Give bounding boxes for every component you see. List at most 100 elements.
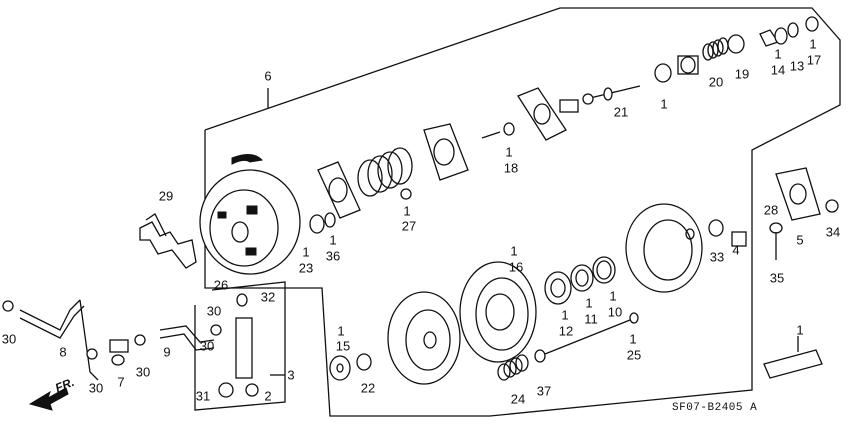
callout-1: 1 [329, 232, 337, 248]
callout-4: 4 [732, 242, 740, 258]
callout-24: 24 [510, 391, 526, 407]
valve-4 [731, 231, 747, 247]
callout-29: 29 [158, 188, 174, 204]
nut-33 [708, 219, 724, 237]
part-code: SF07-B2405 A [672, 402, 758, 414]
callout-12: 12 [558, 323, 574, 339]
callout-20: 20 [708, 74, 724, 90]
clamp-30-upper [210, 324, 222, 336]
hose-8 [19, 299, 81, 331]
ring-22 [356, 353, 372, 371]
callout-1: 1 [660, 96, 668, 112]
callout-35: 35 [769, 270, 785, 286]
nut-27 [400, 188, 412, 200]
direction-arrow [28, 387, 69, 411]
callout-10: 10 [607, 304, 623, 320]
callout-30: 30 [88, 380, 104, 396]
hose-9 [159, 325, 215, 343]
hose-8b [19, 305, 85, 339]
callout-6: 6 [264, 68, 272, 84]
callout-17: 17 [806, 52, 822, 68]
nut-34 [825, 199, 839, 213]
callout-25: 25 [626, 347, 642, 363]
callout-1: 1 [796, 322, 804, 338]
callout-1: 1 [510, 243, 518, 259]
assembly-6-outline [204, 7, 841, 417]
callout-1: 1 [809, 36, 817, 52]
callout-23: 23 [298, 260, 314, 276]
front-shell [625, 203, 703, 293]
flange-plate [517, 87, 579, 141]
callout-30: 30 [199, 338, 215, 354]
callout-13: 13 [789, 58, 805, 74]
fitting-7 [109, 339, 129, 366]
clamp-30-left [2, 300, 14, 312]
callout-30: 30 [206, 303, 222, 319]
clamp-30-mid [86, 348, 98, 360]
callout-8: 8 [59, 344, 67, 360]
ring-13 [774, 27, 788, 45]
callout-7: 7 [117, 374, 125, 390]
callout-1: 1 [629, 331, 637, 347]
callout-26: 26 [213, 277, 229, 293]
check-valve-parts [218, 293, 259, 398]
callout-1: 1 [302, 244, 310, 260]
callout-27: 27 [401, 218, 417, 234]
callout-1: 1 [505, 144, 513, 160]
diaphragm-16 [459, 261, 537, 363]
callout-28: 28 [763, 202, 779, 218]
callout-14: 14 [770, 62, 786, 78]
spring-large [357, 147, 413, 197]
ring-36 [324, 212, 336, 228]
assembly-3-outline [194, 281, 286, 411]
callout-2: 2 [264, 388, 272, 404]
clamp-30-right [134, 334, 146, 346]
hose-9b [159, 333, 215, 351]
callout-9: 9 [163, 344, 171, 360]
grease-tube [763, 336, 823, 379]
callout-30: 30 [1, 331, 17, 347]
callout-32: 32 [260, 289, 276, 305]
callout-33: 33 [709, 249, 725, 265]
callout-15: 15 [335, 338, 351, 354]
callout-22: 22 [360, 380, 376, 396]
callout-21: 21 [613, 104, 629, 120]
valve-piston [654, 55, 699, 83]
rear-shell [199, 154, 301, 275]
ring-11 [570, 264, 594, 292]
plate-rear [317, 161, 361, 219]
callout-1: 1 [337, 323, 345, 339]
callout-11: 11 [584, 311, 598, 327]
gear-12 [544, 271, 572, 305]
callout-5: 5 [796, 232, 804, 248]
spring-20 [702, 37, 729, 61]
callout-30: 30 [135, 364, 151, 380]
plate-5 [775, 167, 821, 221]
pin-18 [481, 122, 515, 139]
seal-19 [727, 34, 745, 54]
callout-16: 16 [508, 259, 524, 275]
callout-1: 1 [585, 295, 593, 311]
clip [787, 22, 799, 38]
callout-19: 19 [734, 66, 750, 82]
callout-18: 18 [503, 160, 519, 176]
callout-1: 1 [403, 203, 411, 219]
callout-31: 31 [195, 388, 211, 404]
callout-34: 34 [825, 224, 841, 240]
push-rod [534, 312, 639, 363]
callout-3: 3 [287, 367, 295, 383]
bracket-29 [139, 213, 197, 269]
ring-23 [309, 214, 325, 234]
filter-17 [805, 16, 819, 32]
cap-28 [769, 222, 783, 234]
callout-1: 1 [774, 46, 782, 62]
power-piston [387, 291, 461, 385]
callout-36: 36 [325, 248, 341, 264]
spring-24 [497, 354, 529, 381]
callout-37: 37 [536, 383, 552, 399]
callout-1: 1 [609, 288, 617, 304]
hose-8-outline [79, 299, 99, 381]
washer-15 [329, 355, 351, 381]
